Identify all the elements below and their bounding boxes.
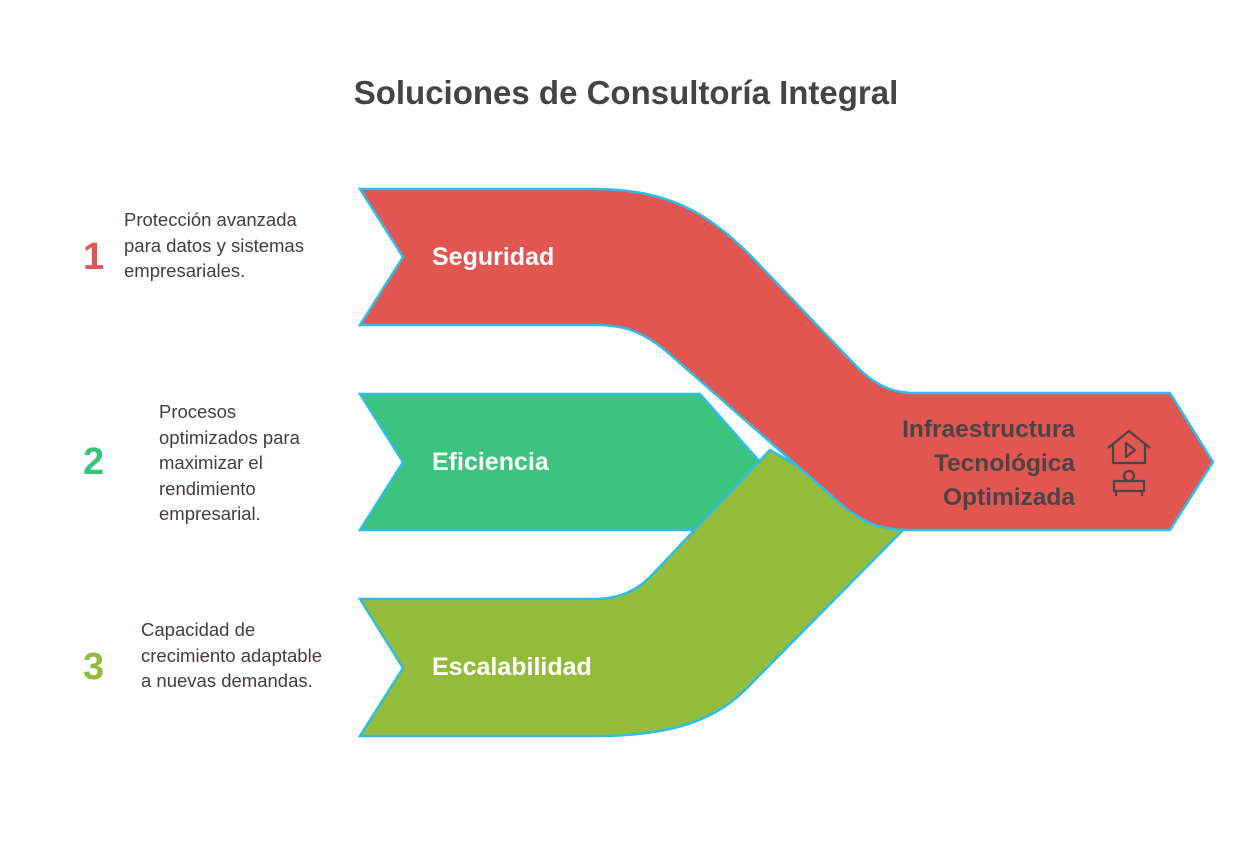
step-label-escalabilidad: Escalabilidad — [432, 653, 592, 681]
step-label-eficiencia: Eficiencia — [432, 448, 549, 476]
band-seguridad-output — [357, 187, 1215, 532]
outcome-line-1: Infraestructura — [902, 416, 1075, 443]
step-number-2: 2 — [83, 441, 105, 483]
step-label-seguridad: Seguridad — [432, 243, 555, 271]
band-escalabilidad — [357, 448, 908, 738]
outcome-label: Infraestructura Tecnológica Optimizada — [840, 413, 1075, 515]
step-number-1: 1 — [83, 236, 105, 278]
home-theater-icon — [1107, 429, 1151, 496]
step-description-3: Capacidad de crecimiento adaptable a nue… — [141, 619, 322, 691]
step-description-1: Protección avanzada para datos y sistema… — [124, 209, 304, 281]
outcome-line-2: Tecnológica — [933, 450, 1075, 477]
step-number-3: 3 — [83, 646, 105, 688]
outcome-line-3: Optimizada — [942, 484, 1075, 511]
page-title: Soluciones de Consultoría Integral — [353, 74, 899, 111]
band-eficiencia — [357, 392, 762, 532]
step-description-2: Procesos optimizados para maximizar el r… — [159, 401, 300, 524]
